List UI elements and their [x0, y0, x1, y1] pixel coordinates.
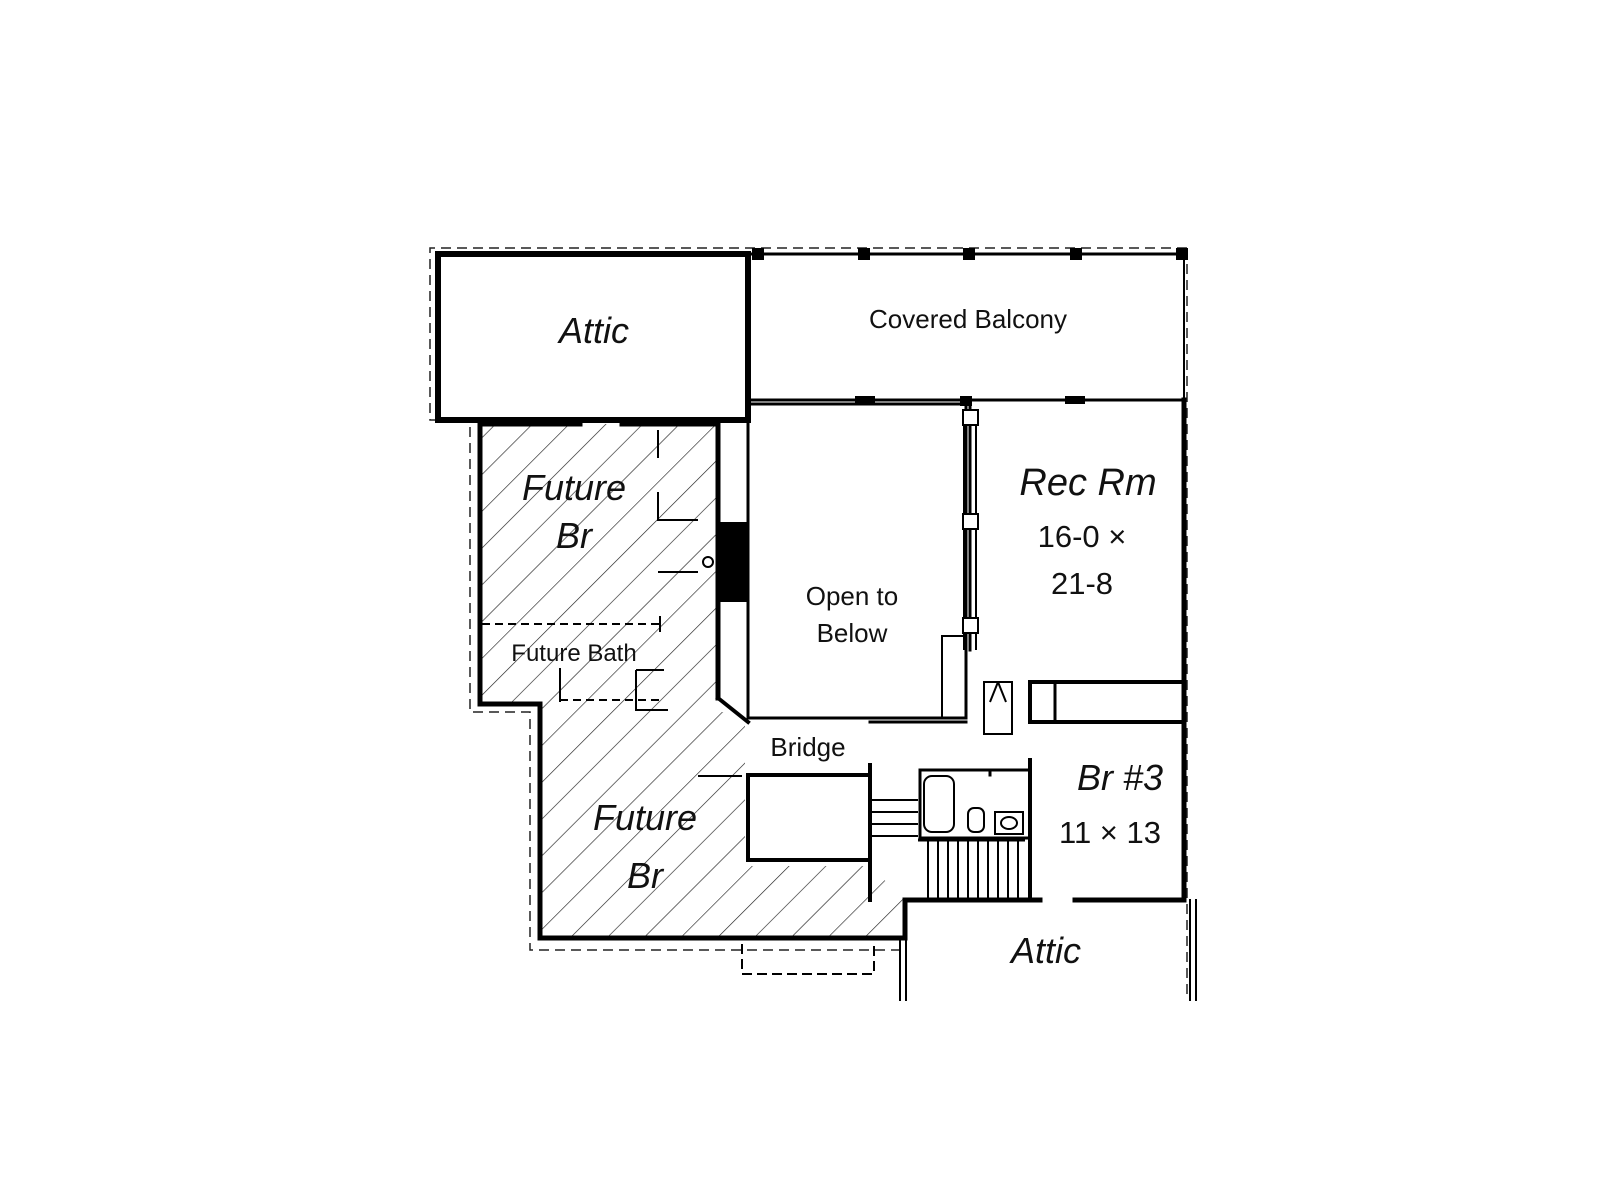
open-to-below-label-line2: Below: [817, 618, 888, 648]
room-labels: Attic Covered Balcony Future Br Future B…: [511, 304, 1163, 971]
future-bath-label: Future Bath: [511, 640, 636, 667]
bridge-label: Bridge: [770, 732, 845, 762]
future-br-upper-label-line1: Future: [522, 467, 626, 508]
attic-top-room: [435, 251, 751, 423]
bay-window: [741, 944, 875, 975]
covered-balcony: [748, 248, 1188, 406]
bath-fixtures: [923, 775, 1024, 835]
walls: [477, 397, 1197, 1001]
rec-rm-dim-line2: 21-8: [1051, 566, 1113, 601]
br3-name-label: Br #3: [1077, 757, 1163, 798]
stairs: [872, 799, 1025, 898]
future-br-lower-label-line1: Future: [593, 797, 697, 838]
rec-rm-dim-line1: 16-0 ×: [1038, 519, 1127, 554]
open-to-below-label-line1: Open to: [806, 581, 899, 611]
future-br-upper-label-line2: Br: [556, 515, 594, 556]
railings: [962, 409, 979, 650]
attic-bottom-label: Attic: [1009, 930, 1081, 971]
closet-symbol: [983, 681, 1013, 735]
future-fixtures: [559, 430, 742, 777]
rec-rm-name-label: Rec Rm: [1019, 462, 1156, 504]
br3-dim-label: 11 × 13: [1059, 815, 1161, 850]
roof-outline: [429, 247, 1188, 1000]
future-areas-hatching: [478, 424, 905, 938]
future-br-lower-label-line2: Br: [627, 855, 665, 896]
attic-top-label: Attic: [557, 310, 629, 351]
future-bath-partitions: [482, 623, 662, 701]
covered-balcony-label: Covered Balcony: [869, 304, 1067, 334]
